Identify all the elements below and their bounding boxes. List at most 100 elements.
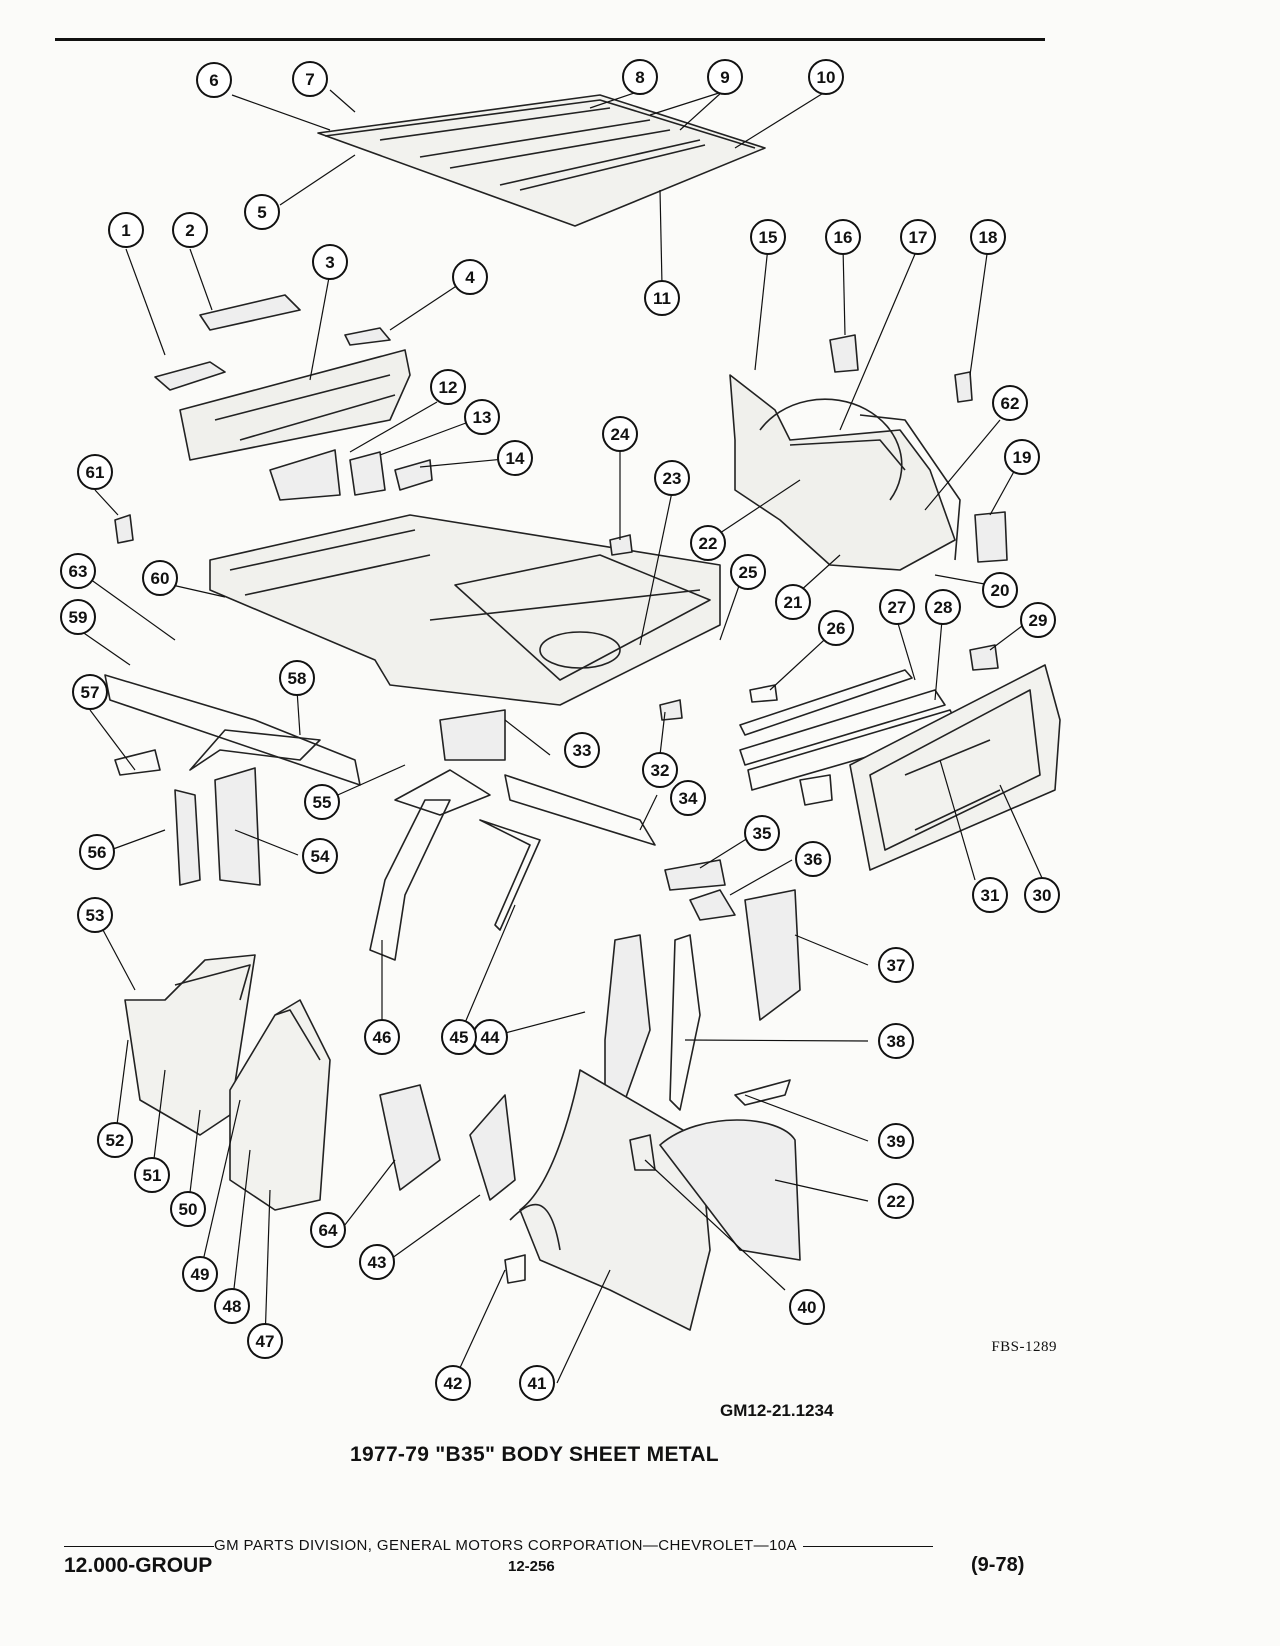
callout-number: 37 xyxy=(887,956,906,975)
callout-circle xyxy=(97,1122,133,1158)
callout-circle xyxy=(60,599,96,635)
callout-circle xyxy=(789,1289,825,1325)
callout-15: 15 xyxy=(750,219,786,255)
callout-circle xyxy=(244,194,280,230)
callout-number: 1 xyxy=(121,221,130,240)
callout-16: 16 xyxy=(825,219,861,255)
callout-39: 39 xyxy=(878,1123,914,1159)
callout-25: 25 xyxy=(730,554,766,590)
callout-31: 31 xyxy=(972,877,1008,913)
callout-number: 9 xyxy=(720,68,729,87)
callout-number: 48 xyxy=(223,1297,242,1316)
callout-circle xyxy=(992,385,1028,421)
callout-circle xyxy=(312,244,348,280)
callout-circle xyxy=(292,61,328,97)
callout-circle xyxy=(1020,602,1056,638)
callout-46: 46 xyxy=(364,1019,400,1055)
callout-58: 58 xyxy=(279,660,315,696)
callout-number: 22 xyxy=(699,534,718,553)
callout-number: 14 xyxy=(506,449,525,468)
callout-circle xyxy=(304,784,340,820)
callout-circle xyxy=(878,1123,914,1159)
callout-number: 61 xyxy=(86,463,105,482)
rocker-panels xyxy=(104,669,961,791)
callout-circle xyxy=(808,59,844,95)
callout-number: 50 xyxy=(179,1200,198,1219)
callout-13: 13 xyxy=(464,399,500,435)
callout-24: 24 xyxy=(602,416,638,452)
callout-34: 34 xyxy=(670,780,706,816)
callout-6: 6 xyxy=(196,62,232,98)
callout-circle xyxy=(79,834,115,870)
top-rule xyxy=(55,38,1045,41)
callout-60: 60 xyxy=(142,560,178,596)
callout-32: 32 xyxy=(642,752,678,788)
callout-circle xyxy=(690,525,726,561)
callout-37: 37 xyxy=(878,947,914,983)
diagram-caption: 1977-79 "B35" BODY SHEET METAL xyxy=(350,1443,719,1466)
callout-number: 54 xyxy=(311,847,330,866)
callout-circle xyxy=(142,560,178,596)
callout-64: 64 xyxy=(310,1212,346,1248)
callout-63: 63 xyxy=(60,553,96,589)
callout-57: 57 xyxy=(72,674,108,710)
callout-circle xyxy=(77,897,113,933)
callout-number: 5 xyxy=(257,203,266,222)
rear-quarter-inner xyxy=(729,374,1008,571)
callout-21: 21 xyxy=(775,584,811,620)
callout-number: 10 xyxy=(817,68,836,87)
callout-42: 42 xyxy=(435,1365,471,1401)
callout-30: 30 xyxy=(1024,877,1060,913)
footer-page-number: 12-256 xyxy=(508,1558,555,1575)
callout-circle xyxy=(359,1244,395,1280)
callout-47: 47 xyxy=(247,1323,283,1359)
callout-circle xyxy=(622,59,658,95)
callout-17: 17 xyxy=(900,219,936,255)
callout-number: 17 xyxy=(909,228,928,247)
callout-52: 52 xyxy=(97,1122,133,1158)
callout-circle xyxy=(170,1191,206,1227)
callout-number: 16 xyxy=(834,228,853,247)
callout-circle xyxy=(750,219,786,255)
callout-circle xyxy=(172,212,208,248)
callout-number: 20 xyxy=(991,581,1010,600)
callout-circle xyxy=(452,259,488,295)
callout-circle xyxy=(644,280,680,316)
callout-circle xyxy=(878,1023,914,1059)
callout-circle xyxy=(310,1212,346,1248)
callout-35: 35 xyxy=(744,815,780,851)
callout-circle xyxy=(879,589,915,625)
callout-circle xyxy=(464,399,500,435)
callout-number: 24 xyxy=(611,425,630,444)
pillars xyxy=(174,709,801,1111)
callout-number: 30 xyxy=(1033,886,1052,905)
callout-23: 23 xyxy=(654,460,690,496)
callout-circle xyxy=(60,553,96,589)
callout-2: 2 xyxy=(172,212,208,248)
callout-20: 20 xyxy=(982,572,1018,608)
footer-division-line: GM PARTS DIVISION, GENERAL MOTORS CORPOR… xyxy=(64,1537,933,1554)
callout-circle xyxy=(364,1019,400,1055)
callout-number: 39 xyxy=(887,1132,906,1151)
callout-circle xyxy=(775,584,811,620)
callout-circle xyxy=(818,610,854,646)
callout-number: 60 xyxy=(151,569,170,588)
callout-8: 8 xyxy=(622,59,658,95)
callout-11: 11 xyxy=(644,280,680,316)
callout-number: 8 xyxy=(635,68,644,87)
callout-number: 22 xyxy=(887,1192,906,1211)
callout-number: 23 xyxy=(663,469,682,488)
callout-circle xyxy=(1004,439,1040,475)
callout-circle xyxy=(72,674,108,710)
catalog-code: GM12-21.1234 xyxy=(720,1401,834,1420)
callout-number: 62 xyxy=(1001,394,1020,413)
callout-51: 51 xyxy=(134,1157,170,1193)
callout-circle xyxy=(825,219,861,255)
callout-1: 1 xyxy=(108,212,144,248)
callout-number: 58 xyxy=(288,669,307,688)
callout-circle xyxy=(247,1323,283,1359)
callout-number: 35 xyxy=(753,824,772,843)
callout-number: 19 xyxy=(1013,448,1032,467)
callout-3: 3 xyxy=(312,244,348,280)
callout-59: 59 xyxy=(60,599,96,635)
